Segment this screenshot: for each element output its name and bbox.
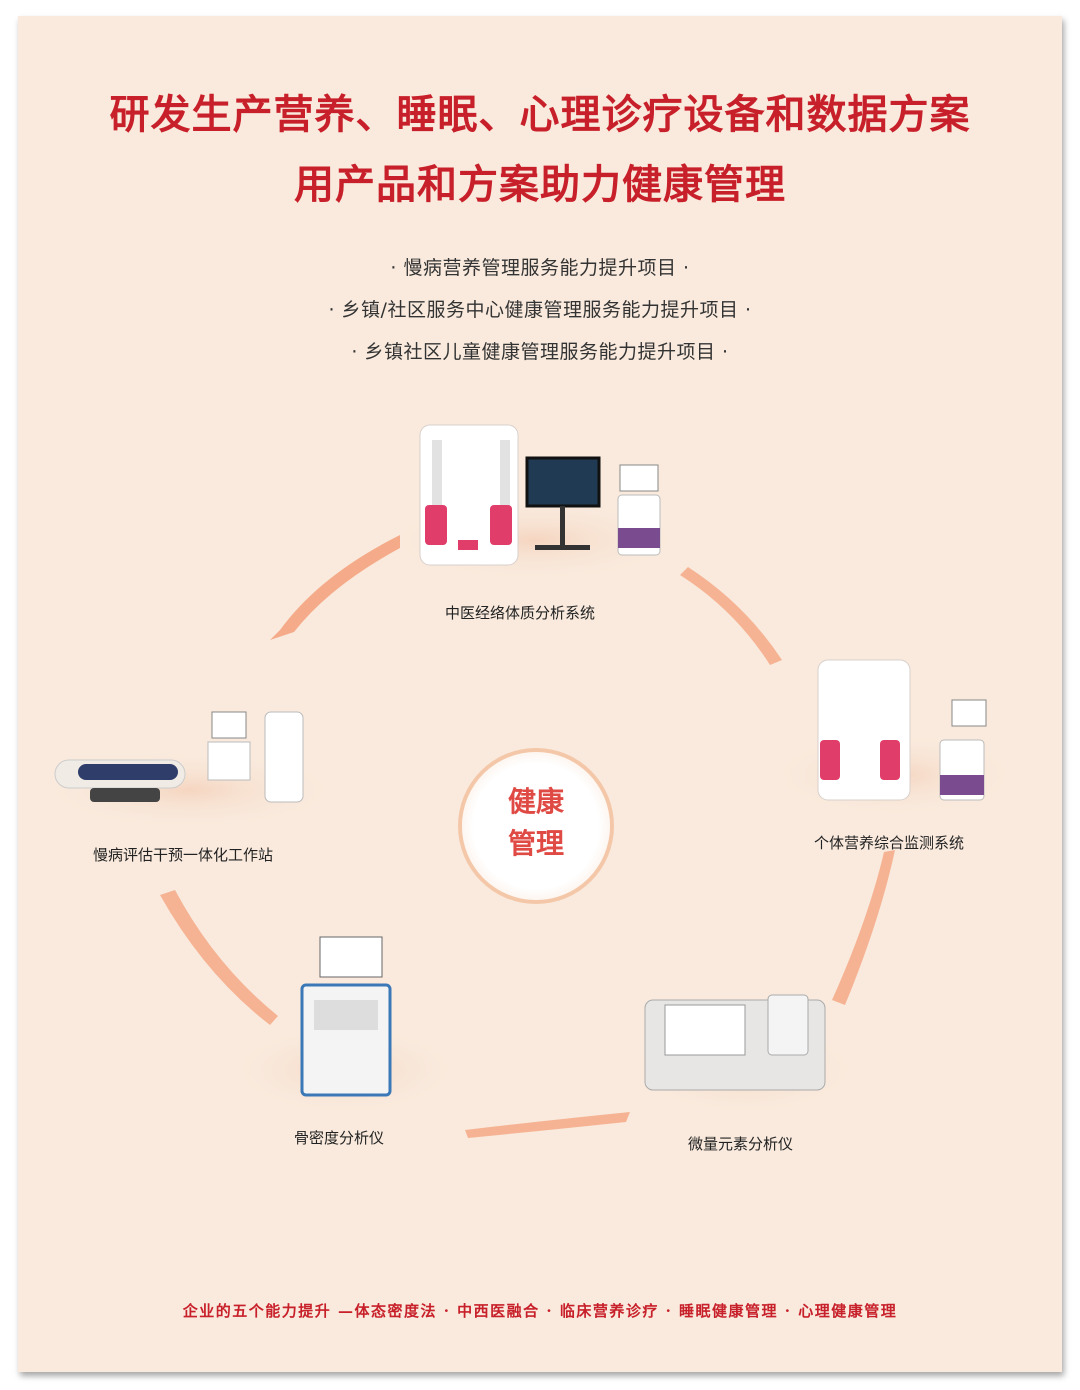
project-item-1: · 慢病营养管理服务能力提升项目 · bbox=[390, 257, 690, 279]
arrow-nutrition-to-tcm bbox=[680, 567, 782, 665]
tcm-device-illustration bbox=[419, 424, 661, 566]
footer-capabilities: 企业的五个能力提升 —体态密度法 · 中西医融合 · 临床营养诊疗 · 睡眠健康… bbox=[182, 1302, 898, 1320]
label-trace: 微量元素分析仪 bbox=[688, 1135, 794, 1153]
hub-line-1: 健康 bbox=[507, 785, 564, 818]
trace-device-illustration bbox=[644, 994, 826, 1091]
arrow-chronic-to-bone bbox=[160, 890, 278, 1025]
chronic-device-illustration bbox=[54, 711, 304, 803]
arrow-trace-to-nutrition bbox=[832, 850, 895, 1005]
health-management-hub: 健康 管理 bbox=[462, 752, 610, 900]
main-title-line-1: 研发生产营养、睡眠、心理诊疗设备和数据方案 bbox=[109, 91, 971, 138]
label-chronic: 慢病评估干预一体化工作站 bbox=[93, 846, 274, 864]
nutrition-device-illustration bbox=[817, 659, 987, 801]
label-nutrition: 个体营养综合监测系统 bbox=[814, 834, 965, 852]
label-tcm: 中医经络体质分析系统 bbox=[445, 604, 596, 622]
arrow-tcm-to-chronic bbox=[270, 535, 400, 640]
project-item-3: · 乡镇社区儿童健康管理服务能力提升项目 · bbox=[351, 341, 729, 363]
main-title-line-2: 用产品和方案助力健康管理 bbox=[294, 161, 786, 208]
project-item-2: · 乡镇/社区服务中心健康管理服务能力提升项目 · bbox=[328, 299, 752, 321]
label-bone: 骨密度分析仪 bbox=[294, 1129, 385, 1147]
bone-device-illustration bbox=[300, 936, 392, 1097]
hub-line-2: 管理 bbox=[507, 827, 564, 860]
arrow-bone-to-trace bbox=[465, 1112, 630, 1138]
